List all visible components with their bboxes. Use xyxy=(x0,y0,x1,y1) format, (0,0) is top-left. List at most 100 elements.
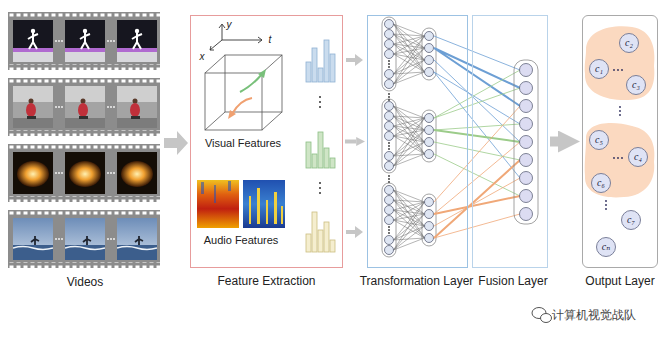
cube-edges xyxy=(205,55,282,130)
dot xyxy=(61,106,63,108)
cluster-label: c₂ xyxy=(625,37,633,49)
strip-body xyxy=(8,210,160,268)
video-frame xyxy=(65,152,105,194)
motion-arrow xyxy=(240,74,262,92)
dot xyxy=(617,157,619,159)
neurons xyxy=(520,64,533,221)
cluster-circle: c₃ xyxy=(626,75,646,95)
neuron xyxy=(520,172,533,185)
section-label: Videos xyxy=(67,276,103,290)
cluster-circle: c₁ xyxy=(589,59,609,79)
neural-net xyxy=(382,183,436,257)
sprocket-row xyxy=(8,64,160,70)
neural-net xyxy=(382,17,436,91)
dot xyxy=(319,187,321,189)
fusion-links xyxy=(434,106,520,238)
streak xyxy=(201,182,204,194)
dot xyxy=(55,106,57,108)
dot xyxy=(621,157,623,159)
fusion-links xyxy=(434,36,520,178)
cluster-circle: cₙ xyxy=(596,237,616,257)
wechat-icon xyxy=(532,308,552,323)
layer-title: Transformation Layer xyxy=(360,274,474,288)
bar xyxy=(318,132,323,168)
dot xyxy=(388,96,390,98)
dot xyxy=(113,40,115,42)
streak xyxy=(266,200,268,224)
spectrogram-streaks xyxy=(201,181,231,203)
dot xyxy=(619,110,621,112)
spatiotemporal-cube xyxy=(205,55,282,130)
axis-x xyxy=(210,40,222,50)
ellipsis-dots xyxy=(319,96,321,194)
dot xyxy=(110,238,112,240)
neuron xyxy=(520,154,533,167)
dot xyxy=(61,40,63,42)
dot xyxy=(388,181,390,183)
dot xyxy=(113,238,115,240)
motion-arrow xyxy=(232,98,252,114)
feature-label: Visual Features xyxy=(205,137,281,150)
neural-net xyxy=(382,99,436,173)
dot xyxy=(613,69,615,71)
axis-label: t xyxy=(269,34,272,46)
histogram xyxy=(306,40,335,82)
neuron xyxy=(520,136,533,149)
flow-arrow xyxy=(346,226,363,238)
ellipsis-dots xyxy=(55,40,115,42)
axis-label: x xyxy=(200,51,205,63)
layer-title: Feature Extraction xyxy=(217,274,315,288)
feature-label: Audio Features xyxy=(204,234,279,247)
flow-arrow xyxy=(346,54,363,66)
spectrogram-streaks xyxy=(249,188,283,224)
dot xyxy=(110,172,112,174)
axis-label: y xyxy=(227,19,232,31)
bar xyxy=(324,222,329,252)
layer-title: Fusion Layer xyxy=(478,274,547,288)
video-frame xyxy=(65,86,105,128)
output-panel: Output Layerc₂c₁c₃c₅c₄c₆c₇cₙ xyxy=(582,15,658,268)
flow-arrow xyxy=(164,131,188,155)
dot xyxy=(388,93,390,95)
motion-arrowhead xyxy=(228,110,236,119)
dot xyxy=(58,172,60,174)
link xyxy=(434,70,520,196)
dot xyxy=(55,40,57,42)
streak xyxy=(228,181,231,191)
dot xyxy=(619,106,621,108)
ellipsis-dots xyxy=(55,172,115,174)
video-frame xyxy=(65,20,105,62)
layer-outline xyxy=(514,60,538,224)
watermark: 计算机视觉战队 xyxy=(552,309,636,323)
bar xyxy=(312,154,317,168)
cluster-label: c₄ xyxy=(634,151,642,163)
bar xyxy=(330,240,335,252)
sprocket-row xyxy=(8,262,160,268)
fusion-panel: Fusion Layer xyxy=(472,15,548,268)
video-frame xyxy=(117,20,157,62)
cluster-label: c₁ xyxy=(595,63,603,75)
dot xyxy=(605,208,607,210)
link xyxy=(434,106,520,238)
flow-arrow xyxy=(345,140,356,144)
dot xyxy=(107,106,109,108)
film-strip xyxy=(8,78,160,136)
cube-face xyxy=(205,73,262,130)
neuron xyxy=(520,100,533,113)
dot xyxy=(319,96,321,98)
dot xyxy=(621,69,623,71)
flow-arrow xyxy=(550,137,558,147)
bar xyxy=(330,54,335,82)
dot xyxy=(605,204,607,206)
dot xyxy=(61,238,63,240)
streak xyxy=(249,196,251,224)
video-frame xyxy=(13,20,53,62)
bar xyxy=(306,142,311,168)
dot xyxy=(388,99,390,101)
dot xyxy=(319,192,321,194)
dot xyxy=(617,69,619,71)
dot xyxy=(605,200,607,202)
sprocket-row xyxy=(8,12,160,18)
